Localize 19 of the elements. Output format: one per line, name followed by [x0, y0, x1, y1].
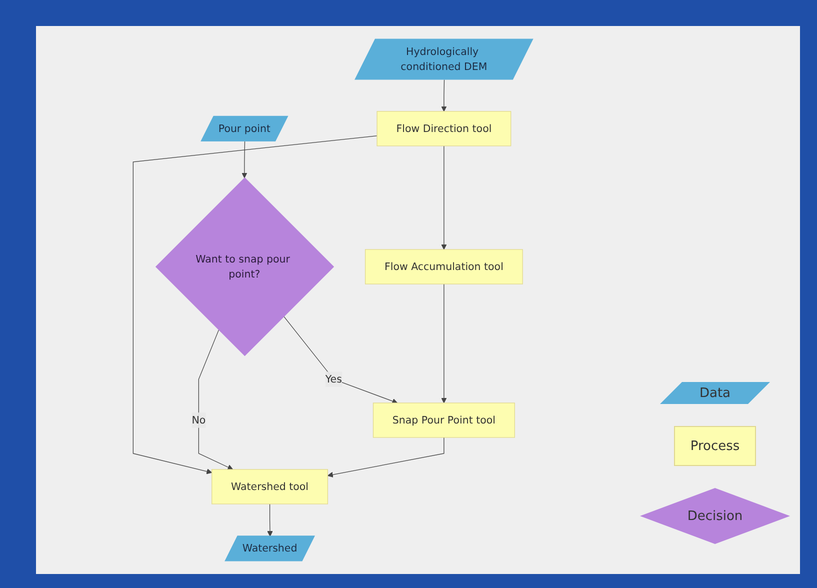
legend-label: Process: [690, 438, 740, 454]
node-box: Snap Pour Point tool: [372, 402, 515, 438]
arrow: [441, 284, 447, 404]
arrow: [242, 141, 248, 178]
arrow: [441, 146, 447, 250]
arrow: [327, 437, 444, 478]
arrow: [267, 504, 273, 537]
arrow: [132, 135, 378, 474]
legend-label: Decision: [687, 508, 743, 524]
node-diamond: Want to snap pour point?: [155, 177, 334, 356]
edge-label: No: [192, 414, 206, 426]
arrow: [441, 79, 447, 112]
arrow: [198, 330, 234, 470]
edge-label: Yes: [325, 372, 342, 386]
node-box: Flow Accumulation tool: [364, 249, 523, 284]
node-box: Flow Direction tool: [376, 111, 512, 146]
node-box: Watershed tool: [212, 469, 328, 504]
arrow: [283, 316, 398, 404]
legend-label: Data: [699, 386, 731, 400]
